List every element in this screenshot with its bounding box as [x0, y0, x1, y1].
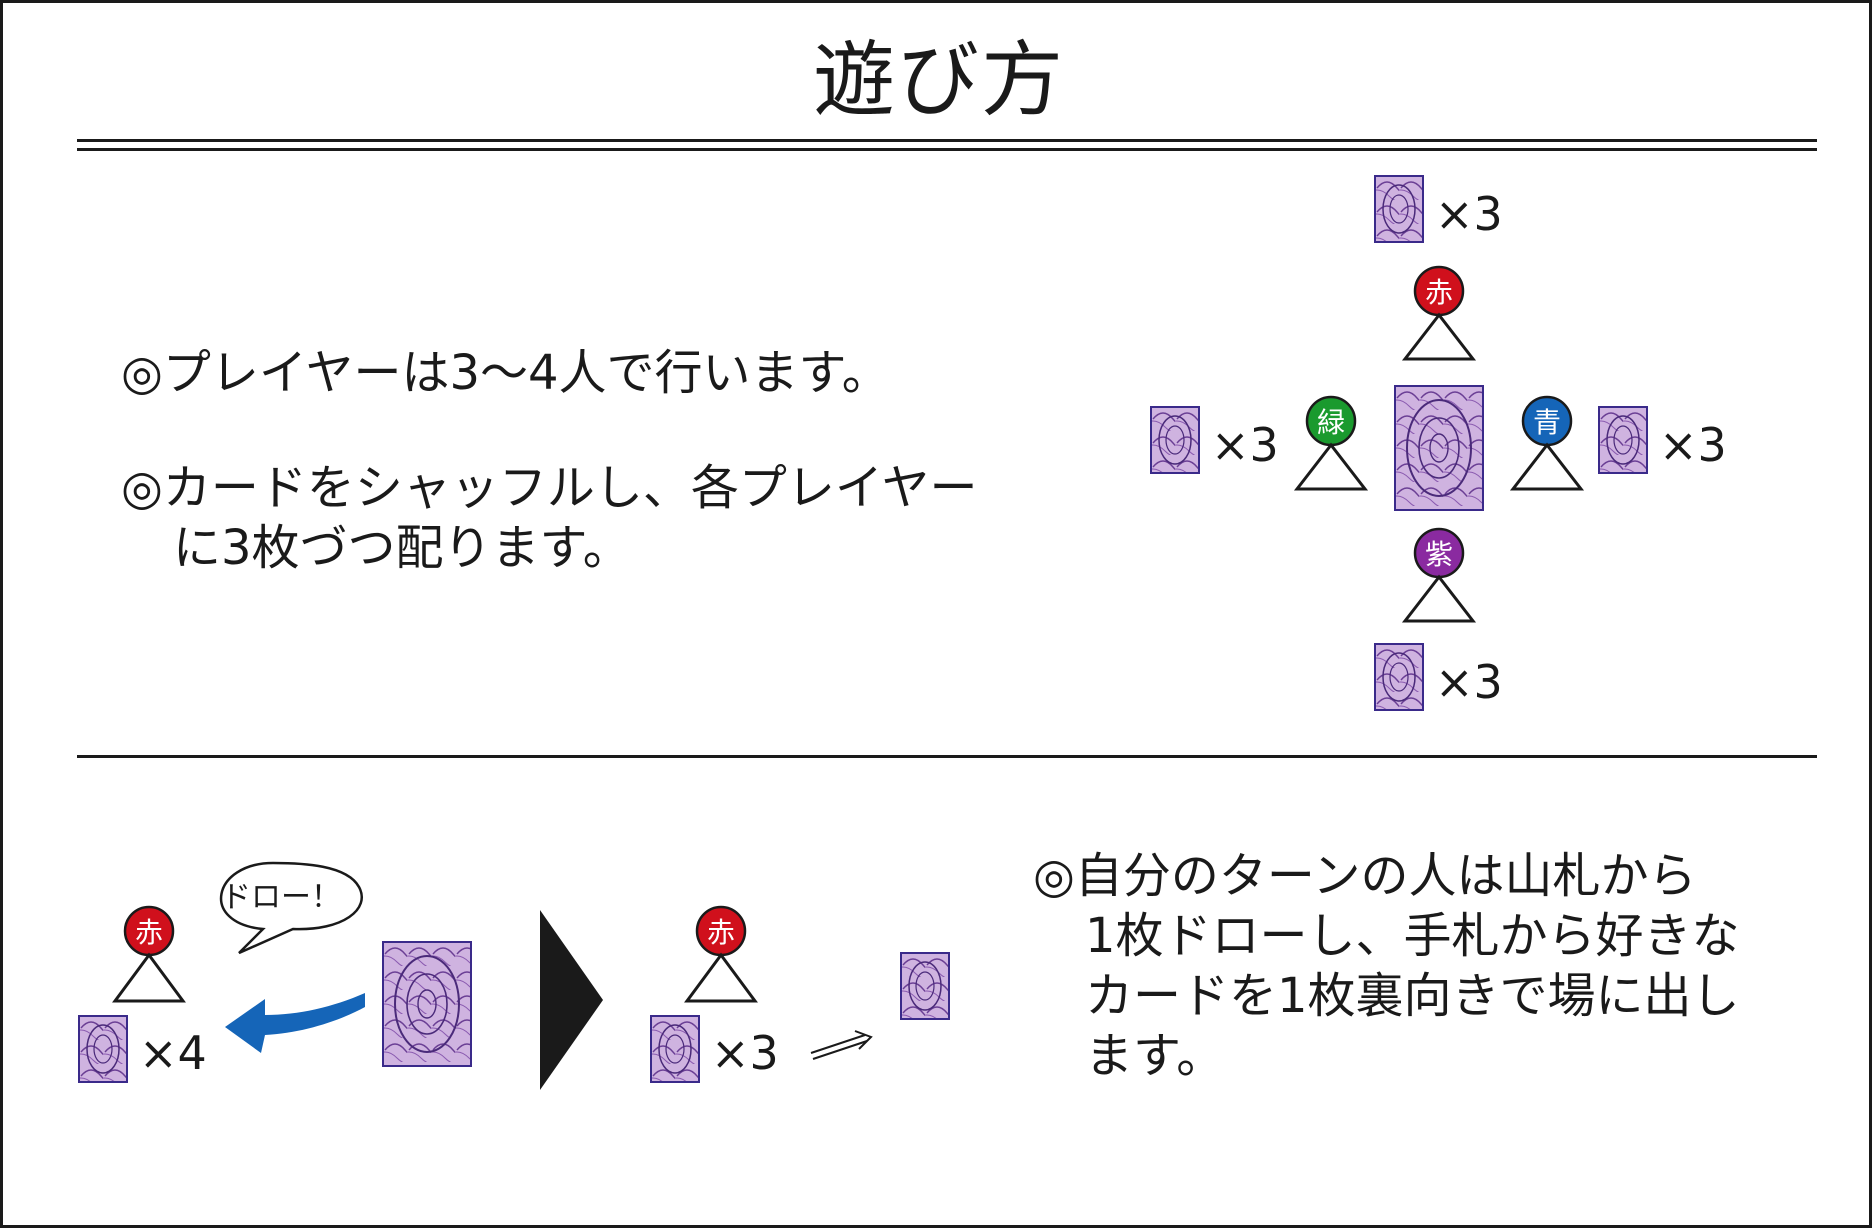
speech-bubble: ドロー！ [219, 861, 363, 955]
setup-instruction-deal: ◎カードをシャッフルし、各プレイヤー に3枚づつ配ります。 [121, 458, 977, 578]
right-hand-count: ×3 [1659, 418, 1727, 472]
played-card-icon [900, 952, 950, 1020]
center-deck-icon [1394, 385, 1484, 511]
draw-arrow-icon [225, 993, 365, 1053]
player-bottom-name: 紫 [1425, 538, 1453, 571]
player-left-name: 緑 [1317, 406, 1345, 439]
player-right-body-icon [1509, 442, 1585, 491]
turn-instruction-line4: ます。 [1085, 1028, 1225, 1084]
setup-instruction-deal-line2: に3枚づつ配ります。 [173, 520, 631, 576]
turn-instruction-line3: カードを1枚裏向きで場に出し [1085, 968, 1740, 1024]
top-hand-card-icon [1374, 175, 1424, 243]
right-hand-card-icon [1598, 406, 1648, 474]
turn-player-after: 赤 [684, 905, 758, 1003]
player-left: 緑 [1293, 395, 1369, 491]
setup-instruction-players: ◎プレイヤーは3〜4人で行います。 [121, 345, 890, 401]
turn-instruction-line2: 1枚ドローし、手札から好きな [1085, 908, 1740, 964]
turn-instruction-line1: ◎自分のターンの人は山札から [1033, 848, 1697, 904]
player-top-name: 赤 [1425, 276, 1453, 309]
top-hand-count: ×3 [1435, 187, 1503, 241]
player-bottom: 紫 [1401, 527, 1477, 623]
play-card-arrow-icon [810, 1030, 873, 1060]
title-rule-bottom [77, 148, 1817, 151]
bottom-hand-count: ×3 [1435, 655, 1503, 709]
section-divider [77, 755, 1817, 758]
turn-player-after-body-icon [684, 952, 758, 1003]
turn-deck-icon [382, 941, 472, 1067]
turn-instruction: ◎自分のターンの人は山札から 1枚ドローし、手札から好きな カードを1枚裏向きで… [1033, 846, 1740, 1086]
diagrams: ×3 赤 ×3 緑 青 ×3 紫 [78, 175, 1727, 1090]
player-top: 赤 [1401, 265, 1477, 361]
next-step-triangle-icon [540, 910, 603, 1090]
turn-player-before: 赤 [112, 905, 186, 1003]
turn-before-hand-card-icon [78, 1015, 128, 1083]
speech-bubble-text: ドロー！ [221, 880, 341, 915]
turn-before-hand-count: ×4 [139, 1026, 207, 1080]
page-title: 遊び方 [812, 33, 1065, 128]
player-bottom-body-icon [1401, 574, 1477, 623]
player-right-name: 青 [1533, 406, 1561, 439]
player-right: 青 [1509, 395, 1585, 491]
title-rule-top [77, 139, 1817, 142]
turn-after-hand-count: ×3 [711, 1026, 779, 1080]
left-hand-card-icon [1150, 406, 1200, 474]
bottom-hand-card-icon [1374, 643, 1424, 711]
setup-instruction-deal-line1: ◎カードをシャッフルし、各プレイヤー [121, 460, 978, 516]
turn-player-after-name: 赤 [707, 916, 735, 949]
left-hand-count: ×3 [1211, 418, 1279, 472]
turn-after-hand-card-icon [650, 1015, 700, 1083]
turn-player-before-name: 赤 [135, 916, 163, 949]
player-left-body-icon [1293, 442, 1369, 491]
player-top-body-icon [1401, 312, 1477, 361]
turn-player-before-body-icon [112, 952, 186, 1003]
